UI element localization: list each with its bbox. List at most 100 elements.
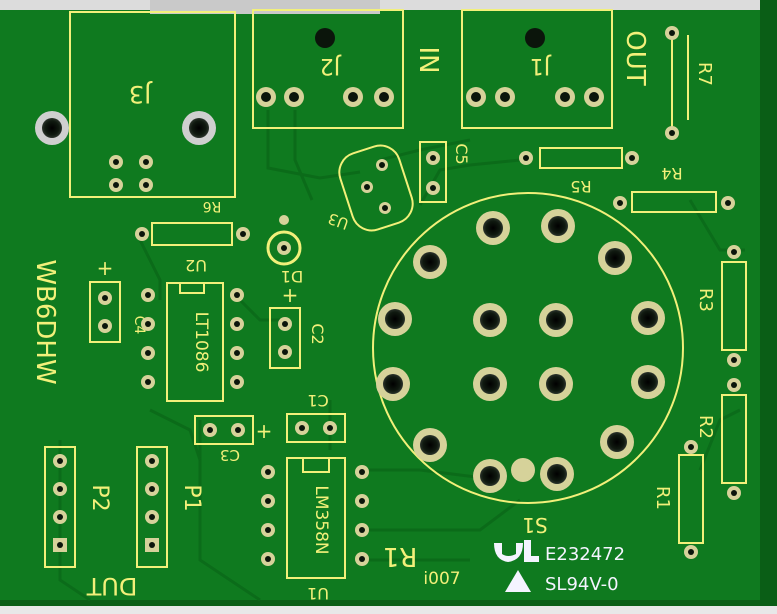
d1-outline bbox=[266, 230, 302, 266]
c1-outline bbox=[286, 413, 346, 443]
c3-capacitor: + C3 bbox=[194, 415, 273, 464]
pin-hole bbox=[234, 292, 240, 298]
socket-pin-hole bbox=[480, 310, 500, 330]
pin-hole bbox=[57, 486, 63, 492]
r5-label: R5 bbox=[570, 177, 591, 196]
c2-plus: + bbox=[282, 283, 299, 307]
d1-label: D1 bbox=[281, 267, 304, 286]
pin-hole bbox=[149, 542, 155, 548]
r4-resistor: R4 bbox=[613, 164, 735, 213]
pin-hole bbox=[688, 444, 694, 450]
j1-label: J1 bbox=[530, 53, 553, 78]
u2-notch bbox=[179, 282, 205, 294]
pin-hole bbox=[348, 92, 358, 102]
pin-hole bbox=[382, 205, 388, 211]
pin-hole bbox=[430, 155, 436, 161]
c3-outline bbox=[194, 415, 254, 445]
pin-hole bbox=[617, 200, 623, 206]
r6-resistor: R6 bbox=[135, 198, 250, 246]
u2-ic: U2 LT1086 bbox=[141, 256, 244, 402]
pin-hole bbox=[234, 350, 240, 356]
pin-hole bbox=[379, 162, 385, 168]
pin-hole bbox=[327, 425, 333, 431]
c3-label: C3 bbox=[220, 446, 240, 464]
pin-hole bbox=[379, 92, 389, 102]
p1-header: P1 bbox=[136, 446, 204, 568]
pin-hole bbox=[139, 231, 145, 237]
p1-label: P1 bbox=[179, 484, 204, 511]
pin-hole bbox=[149, 458, 155, 464]
r1-bottom-label: R1 bbox=[383, 541, 418, 571]
c3-plus: + bbox=[256, 419, 273, 443]
j3-outline bbox=[69, 11, 236, 198]
pin-hole bbox=[359, 469, 365, 475]
socket-pin-hole bbox=[480, 466, 500, 486]
r1-outline bbox=[678, 454, 704, 544]
pin-hole bbox=[589, 92, 599, 102]
socket-pin-hole bbox=[607, 432, 627, 452]
j3-mount-hole-left-center bbox=[42, 118, 62, 138]
ul-file-number: E232472 bbox=[545, 544, 625, 565]
r7-resistor: R7 bbox=[665, 26, 715, 140]
pin-hole bbox=[113, 182, 119, 188]
flammability-rating: SL94V-0 bbox=[545, 574, 619, 595]
pin-hole bbox=[731, 357, 737, 363]
u1-label: U1 bbox=[307, 584, 329, 603]
pin-hole bbox=[731, 490, 737, 496]
u2-pins-right bbox=[230, 288, 244, 389]
socket-pin-hole bbox=[480, 374, 500, 394]
pin-hole bbox=[430, 185, 436, 191]
s1-pins bbox=[376, 209, 665, 493]
ul-logo-shape bbox=[494, 543, 523, 562]
c1-capacitor: C1 bbox=[286, 391, 346, 443]
pin-hole bbox=[145, 350, 151, 356]
c2-capacitor: + C2 bbox=[269, 283, 327, 369]
in-label: IN bbox=[413, 46, 443, 73]
pin-hole bbox=[145, 321, 151, 327]
pin-hole bbox=[629, 155, 635, 161]
r1-resistor: R1 bbox=[652, 440, 704, 559]
u3-regulator: U3 bbox=[326, 144, 414, 233]
r7-label: R7 bbox=[694, 62, 715, 86]
board-top-edge bbox=[0, 0, 777, 10]
ul-logo-r bbox=[524, 540, 539, 562]
pin-hole bbox=[145, 292, 151, 298]
j3-label: J3 bbox=[129, 80, 153, 108]
u1-pins-left bbox=[261, 465, 275, 566]
c4-plus: + bbox=[97, 256, 114, 280]
p2-label: P2 bbox=[87, 484, 112, 511]
warning-triangle-icon bbox=[505, 570, 531, 592]
pin-hole bbox=[364, 184, 370, 190]
j2-top-hole bbox=[315, 28, 335, 48]
pin-hole bbox=[731, 249, 737, 255]
socket-pin-hole bbox=[547, 464, 567, 484]
pin-hole bbox=[471, 92, 481, 102]
pin-hole bbox=[265, 527, 271, 533]
board-right-edge bbox=[760, 0, 777, 614]
p2-header: P2 bbox=[44, 446, 112, 568]
pin-pad bbox=[279, 215, 289, 225]
pin-hole bbox=[102, 323, 108, 329]
pin-hole bbox=[143, 159, 149, 165]
u3-outline bbox=[338, 144, 414, 232]
u1-part-label: LM358N bbox=[311, 485, 331, 554]
u3-label: U3 bbox=[326, 209, 351, 233]
pin-hole bbox=[281, 245, 287, 251]
r6-outline bbox=[151, 222, 233, 246]
pin-hole bbox=[113, 159, 119, 165]
socket-pin-hole bbox=[548, 216, 568, 236]
r2-outline bbox=[721, 394, 747, 484]
brand-label: WB6DHW bbox=[30, 259, 60, 384]
socket-pin-hole bbox=[383, 374, 403, 394]
ul-logo bbox=[494, 540, 539, 562]
c5-label: C5 bbox=[452, 143, 471, 164]
u1-notch bbox=[302, 457, 330, 473]
s1-label: S1 bbox=[522, 513, 547, 537]
out-label: OUT bbox=[620, 30, 650, 85]
pin-hole bbox=[359, 556, 365, 562]
pin-hole bbox=[289, 92, 299, 102]
r4-label: R4 bbox=[661, 164, 682, 183]
pin-hole bbox=[669, 130, 675, 136]
pin-hole bbox=[143, 182, 149, 188]
